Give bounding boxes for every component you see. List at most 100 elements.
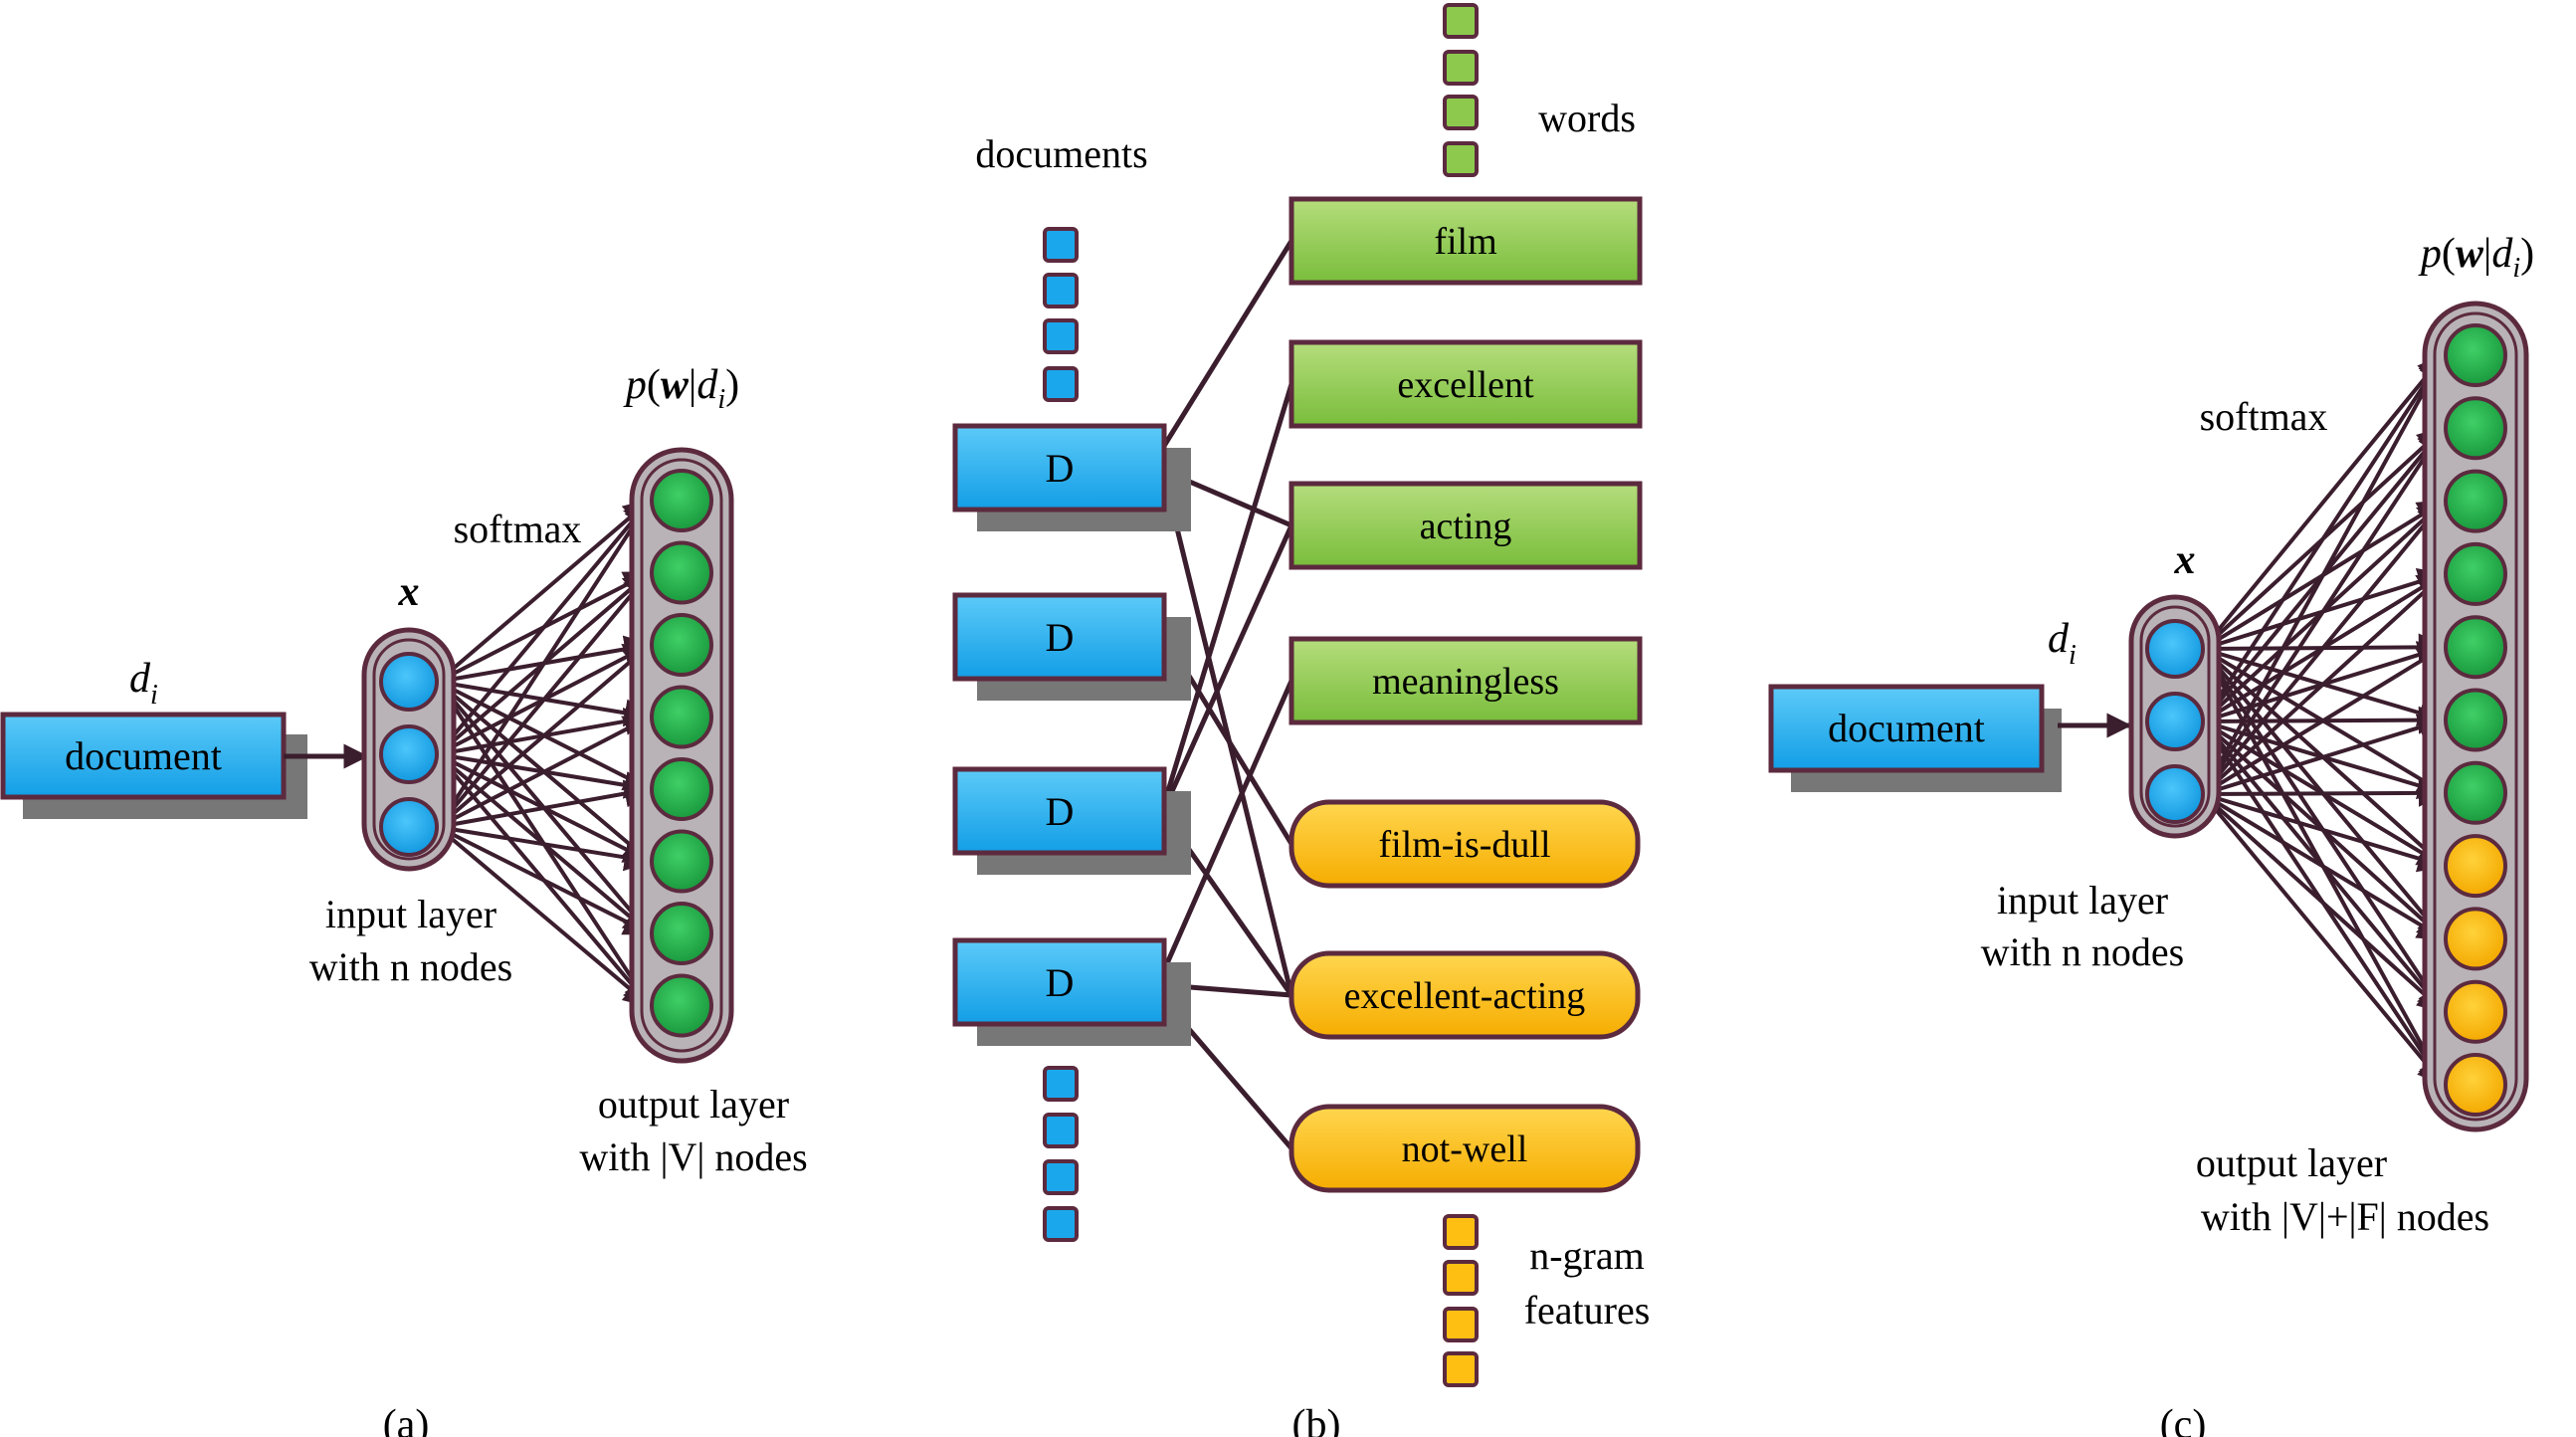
doc-box bbox=[952, 766, 1167, 856]
output-layer-label-line2: with |V|+|F| nodes bbox=[2201, 1194, 2489, 1239]
panel-c-connections bbox=[2201, 352, 2447, 1088]
connection-arrow bbox=[2201, 792, 2447, 941]
x-label: x bbox=[2174, 537, 2196, 583]
connection-arrow bbox=[437, 825, 653, 935]
connection-arrow bbox=[436, 570, 652, 829]
doc-feature-link bbox=[1161, 239, 1294, 448]
word-output-node bbox=[2444, 396, 2507, 461]
input-node bbox=[2145, 764, 2205, 824]
connection-arrow bbox=[437, 825, 653, 872]
word-output-node bbox=[2444, 541, 2507, 606]
input-node bbox=[379, 797, 439, 857]
word-box-label: meaningless bbox=[1372, 661, 1559, 703]
words-label: words bbox=[1538, 96, 1636, 140]
input-node bbox=[379, 724, 439, 784]
ngram-box-label: not-well bbox=[1402, 1129, 1528, 1170]
feature-output-node bbox=[2444, 979, 2507, 1044]
word-boxes: film excellent acting meaningless bbox=[1288, 196, 1643, 725]
ngram-box-label: film-is-dull bbox=[1378, 824, 1550, 866]
input-node bbox=[2145, 619, 2205, 679]
word-box bbox=[1288, 481, 1643, 570]
word-box bbox=[1288, 196, 1643, 286]
connection-arrow bbox=[2201, 352, 2446, 795]
document-ellipsis-square bbox=[1043, 1113, 1079, 1148]
ngram-ellipsis-square bbox=[1443, 1307, 1479, 1342]
output-layer-label-line1: output layer bbox=[2196, 1140, 2387, 1185]
ngram-ellipsis-square bbox=[1443, 1351, 1479, 1387]
doc-box bbox=[952, 592, 1167, 682]
output-node bbox=[650, 613, 713, 677]
output-layer-label-line1: output layer bbox=[598, 1082, 789, 1127]
word-ellipsis-square bbox=[1443, 50, 1479, 86]
word-output-node bbox=[2444, 760, 2507, 825]
document-ellipsis-square bbox=[1043, 273, 1079, 308]
doc-box-label: D bbox=[1046, 446, 1075, 491]
feature-output-node bbox=[2444, 907, 2507, 971]
connection-arrow bbox=[2201, 352, 2446, 651]
output-layer-label-line2: with |V| nodes bbox=[579, 1134, 807, 1179]
output-layer-column bbox=[629, 447, 734, 1064]
input-layer-label-line1: input layer bbox=[1997, 878, 2168, 923]
input-node bbox=[379, 652, 439, 712]
document-box bbox=[1768, 684, 2045, 773]
word-output-node bbox=[2444, 323, 2507, 387]
connection-arrow bbox=[436, 643, 653, 829]
output-node bbox=[650, 902, 713, 965]
doc-variable: di bbox=[129, 656, 158, 711]
document-ellipsis-square bbox=[1043, 227, 1079, 263]
connection-arrow bbox=[2201, 792, 2447, 1014]
connection-arrow bbox=[2201, 352, 2446, 723]
input-layer-label-line2: with n nodes bbox=[309, 944, 512, 989]
ngram-box bbox=[1288, 950, 1641, 1040]
ngram-ellipsis-square bbox=[1443, 1214, 1479, 1250]
doc-feature-link bbox=[1161, 383, 1294, 805]
doc-box-label: D bbox=[1046, 789, 1075, 834]
output-node bbox=[650, 685, 713, 749]
word-box-label: acting bbox=[1420, 506, 1512, 547]
ngram-label-line2: features bbox=[1524, 1288, 1651, 1333]
panel-a: document di x softmax p(w|di) input laye… bbox=[0, 362, 808, 1437]
documents-label: documents bbox=[975, 131, 1147, 176]
output-layer-nodes bbox=[650, 469, 713, 1038]
ngram-box bbox=[1288, 799, 1641, 889]
connection-arrow bbox=[436, 825, 653, 1008]
probability-label: p(w|di) bbox=[623, 362, 739, 415]
word-ellipsis-square bbox=[1443, 3, 1479, 39]
word-box-label: film bbox=[1434, 221, 1496, 263]
word-box-label: excellent bbox=[1397, 364, 1534, 406]
ngram-box bbox=[1288, 1104, 1641, 1193]
input-layer-nodes bbox=[2145, 619, 2205, 824]
connection-arrow bbox=[2201, 645, 2447, 796]
document-box-label: document bbox=[1828, 706, 1985, 750]
doc-box bbox=[952, 423, 1167, 513]
output-node bbox=[650, 829, 713, 894]
document-ellipsis-square bbox=[1043, 318, 1079, 354]
input-layer-label-line2: with n nodes bbox=[1981, 929, 2184, 974]
feature-output-node bbox=[2444, 834, 2507, 899]
connection-arrow bbox=[436, 498, 652, 756]
input-node bbox=[2145, 692, 2205, 751]
output-layer-nodes bbox=[2444, 323, 2507, 1117]
output-node bbox=[650, 540, 713, 605]
panel-a-connections bbox=[436, 498, 653, 1008]
document-ellipsis-square bbox=[1043, 1066, 1079, 1102]
ngram-label-line1: n-gram bbox=[1529, 1233, 1645, 1278]
document-box-label: document bbox=[65, 733, 222, 778]
output-node bbox=[650, 973, 713, 1038]
connection-arrow bbox=[436, 499, 653, 684]
word-output-node bbox=[2444, 615, 2507, 680]
document-ellipsis-square bbox=[1043, 366, 1079, 402]
connection-arrow bbox=[2202, 778, 2447, 807]
doc-variable: di bbox=[2048, 616, 2077, 671]
x-label: x bbox=[398, 569, 420, 615]
word-ellipsis-square bbox=[1443, 141, 1479, 177]
connection-arrow bbox=[437, 715, 653, 829]
panel-b-label: (b) bbox=[1292, 1402, 1341, 1437]
input-layer-label-line1: input layer bbox=[325, 892, 496, 936]
word-output-node bbox=[2444, 688, 2507, 752]
doc-feature-link bbox=[1161, 523, 1294, 811]
softmax-label: softmax bbox=[454, 507, 582, 551]
